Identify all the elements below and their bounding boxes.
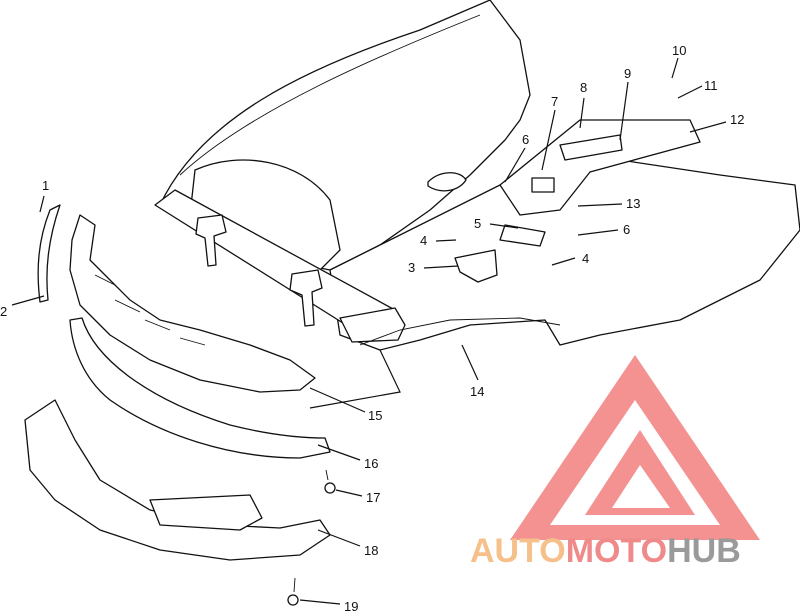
leader-1 <box>39 195 45 213</box>
leader-17 <box>335 489 363 497</box>
part-2-edge-trim <box>37 204 61 303</box>
callout-15: 15 <box>368 408 382 423</box>
hood-side-panel <box>329 159 800 351</box>
leader-14 <box>461 344 479 381</box>
trim-strip <box>559 134 623 161</box>
leader-3 <box>423 265 459 269</box>
part-18-bumper-lower <box>24 399 331 561</box>
callout-16: 16 <box>364 456 378 471</box>
callout-8: 8 <box>580 80 587 95</box>
leader-7 <box>541 109 556 171</box>
watermark-logo: AUTOMOTOHUB <box>470 355 760 570</box>
leader-4b <box>551 257 576 266</box>
leader-16 <box>317 444 361 461</box>
callout-7: 7 <box>551 94 558 109</box>
callout-10: 10 <box>672 43 686 58</box>
watermark-auto: AUTO <box>470 532 566 570</box>
bracket-left <box>195 214 227 267</box>
leader-5 <box>489 223 519 229</box>
part-19-screw-shank <box>293 577 296 593</box>
callout-labels: 1 2 3 4 4 5 6 6 7 8 9 10 11 12 13 14 15 … <box>0 43 744 614</box>
part-15-grille-slots <box>94 274 206 346</box>
watermark-triangle-center <box>612 465 670 508</box>
leader-19 <box>299 599 341 605</box>
callout-1: 1 <box>42 178 49 193</box>
hood-upper-edge <box>179 14 481 176</box>
leader-9 <box>619 81 629 141</box>
bumper-assembly <box>24 204 336 606</box>
watermark-hub: HUB <box>667 532 741 570</box>
callout-17: 17 <box>366 490 380 505</box>
part-15-bumper-upper <box>69 214 316 393</box>
callout-5: 5 <box>474 216 481 231</box>
part-16-bumper-mid <box>69 317 331 459</box>
callout-4a: 4 <box>420 233 427 248</box>
leader-10 <box>671 57 679 79</box>
hood-body-drawing <box>154 0 800 351</box>
callout-6b: 6 <box>623 222 630 237</box>
callout-4b: 4 <box>582 251 589 266</box>
watermark-text: AUTOMOTOHUB <box>470 532 741 570</box>
callout-9: 9 <box>624 66 631 81</box>
hood-crease-line <box>359 317 561 346</box>
leader-18 <box>317 529 361 547</box>
bracket-3 <box>454 249 498 283</box>
bracket-right <box>289 269 323 327</box>
headlight-bucket <box>427 172 467 192</box>
leader-6b <box>577 229 619 236</box>
bumper-mount-bracket <box>339 307 406 343</box>
leader-15 <box>309 387 366 413</box>
callout-3: 3 <box>408 260 415 275</box>
leader-2 <box>11 295 45 306</box>
leader-12 <box>689 121 727 133</box>
callout-2: 2 <box>0 304 7 319</box>
callout-13: 13 <box>626 196 640 211</box>
leader-11 <box>677 85 703 99</box>
callout-19: 19 <box>344 599 358 614</box>
watermark-moto: MOTO <box>566 532 667 570</box>
callout-18: 18 <box>364 543 378 558</box>
side-plate-5 <box>499 224 546 247</box>
leader-lines <box>11 57 727 605</box>
bracket-line-15 <box>309 349 401 409</box>
part-19-screw <box>287 594 299 606</box>
callout-12: 12 <box>730 112 744 127</box>
part-18-inner-plate <box>149 494 263 531</box>
part-17-screw-shank <box>325 469 329 481</box>
part-17-screw <box>324 482 336 494</box>
callout-6a: 6 <box>522 132 529 147</box>
leader-8 <box>579 97 585 129</box>
callout-14: 14 <box>470 384 484 399</box>
leader-4a <box>435 239 457 242</box>
trim-decal <box>531 177 555 193</box>
leader-13 <box>577 203 623 207</box>
leader-6a <box>504 147 526 183</box>
callout-11: 11 <box>704 78 718 93</box>
